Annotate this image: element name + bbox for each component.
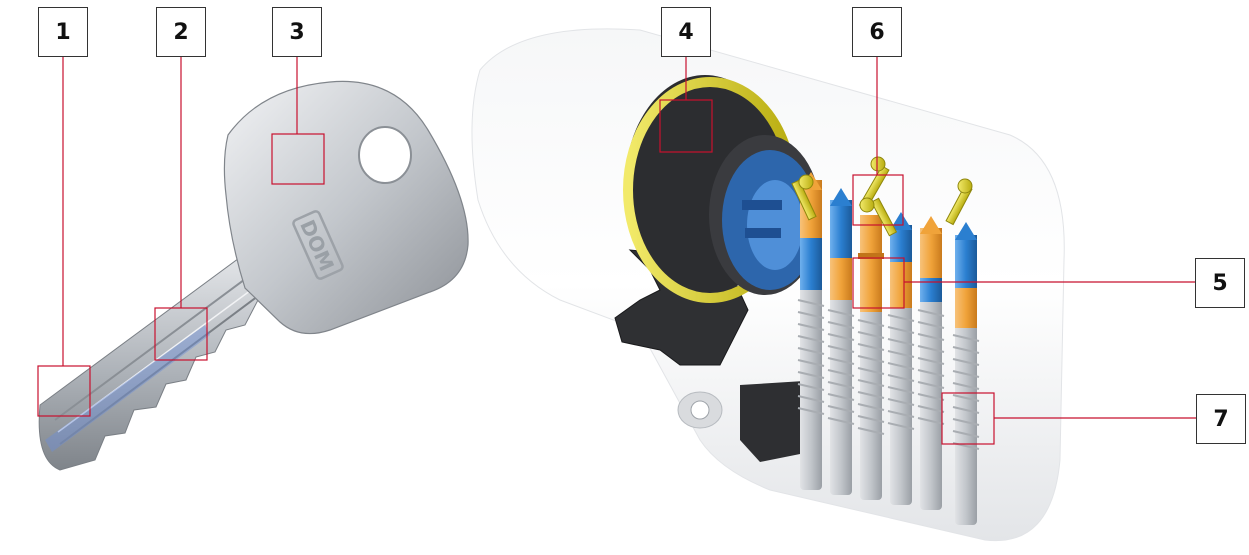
- marker-box-7: [941, 392, 995, 445]
- callout-label-7: 7: [1196, 394, 1246, 444]
- pin-stack-4: [887, 212, 915, 505]
- pin-stacks: [791, 156, 980, 525]
- marker-box-3: [271, 133, 325, 185]
- marker-box-6: [852, 174, 904, 226]
- cylinder-illustration: [471, 28, 1065, 542]
- side-pins: [791, 156, 973, 237]
- key-illustration: DOM: [38, 80, 469, 471]
- pin-stack-3: [857, 215, 885, 500]
- callout-label-4: 4: [661, 7, 711, 57]
- callout-label-2: 2: [156, 7, 206, 57]
- callout-label-1: 1: [38, 7, 88, 57]
- pin-stack-5: [917, 216, 945, 510]
- key-ring-hole: [358, 126, 412, 184]
- pin-stack-6: [952, 222, 980, 525]
- marker-box-2: [154, 307, 208, 361]
- callout-label-5: 5: [1195, 258, 1245, 308]
- marker-box-4: [659, 99, 713, 153]
- key-bow: [223, 80, 469, 335]
- marker-box-1: [37, 365, 91, 417]
- callout-label-6: 6: [852, 7, 902, 57]
- pin-stack-1: [797, 172, 825, 490]
- callout-label-3: 3: [272, 7, 322, 57]
- leader-lines: [37, 57, 1196, 445]
- marker-box-5: [852, 257, 905, 309]
- pin-stack-2: [827, 188, 855, 495]
